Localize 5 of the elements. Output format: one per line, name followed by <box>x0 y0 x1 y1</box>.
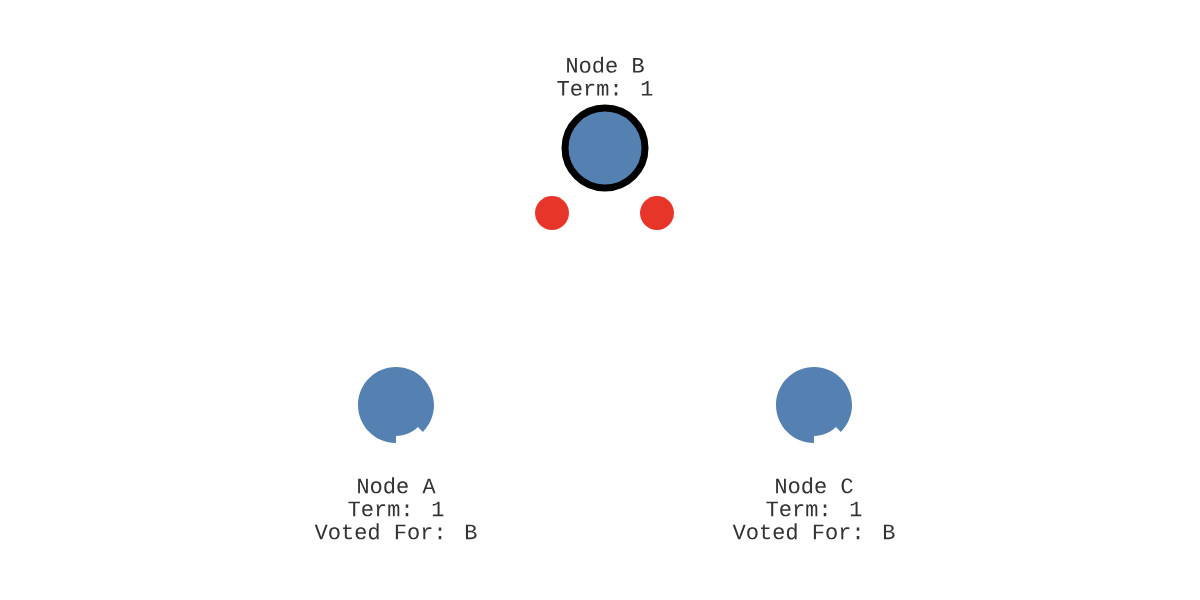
node-label: Node A Term: 1 Voted For: B <box>314 477 477 540</box>
message-dot <box>640 196 674 230</box>
node-label: Node C Term: 1 Voted For: B <box>732 477 895 540</box>
node-label: Node B Term: 1 <box>557 56 653 96</box>
message-dot <box>535 196 569 230</box>
